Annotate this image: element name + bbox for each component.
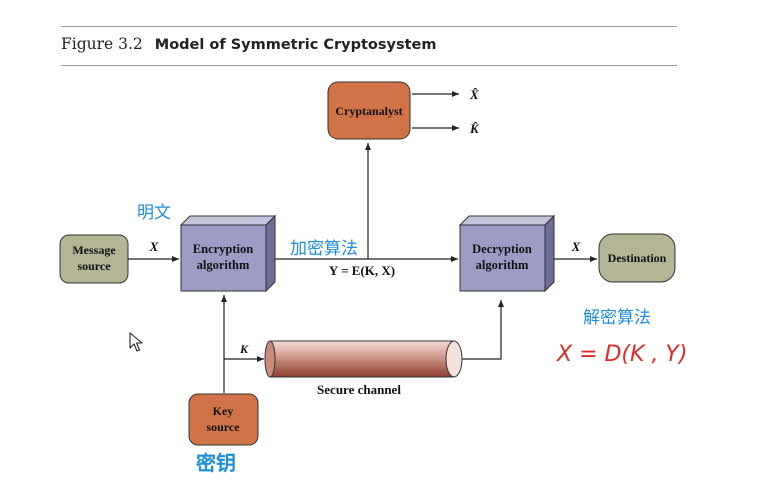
- figure-number: Figure 3.2: [61, 35, 143, 53]
- title-rule-top: [61, 26, 677, 27]
- message-source-node: Message source: [59, 234, 129, 284]
- annotation-encryption-algorithm: 加密算法: [290, 239, 358, 259]
- key-source-label-1: Key: [213, 404, 234, 418]
- title-rule-bottom: [61, 65, 677, 66]
- label-k: K: [239, 342, 249, 356]
- label-x-out: X: [571, 239, 581, 254]
- encryption-label-2: algorithm: [197, 258, 250, 272]
- decryption-label-2: algorithm: [476, 258, 529, 272]
- label-y-equation: Y = E(K, X): [329, 263, 395, 278]
- secure-channel-label: Secure channel: [317, 382, 401, 397]
- encryption-label-1: Encryption: [193, 242, 253, 256]
- secure-channel-pipe: [264, 340, 463, 378]
- cryptanalyst-node: Cryptanalyst: [327, 81, 411, 140]
- connector-lines: [128, 91, 597, 393]
- destination-label: Destination: [608, 251, 667, 265]
- arrow-channel-to-decryption: [462, 300, 504, 360]
- label-x-in: X: [149, 239, 159, 254]
- annotation-decryption-formula: X = D(K , Y): [557, 342, 688, 367]
- figure-caption: Model of Symmetric Cryptosystem: [154, 37, 437, 53]
- key-source-node: Key source: [188, 393, 259, 446]
- annotation-decryption-algorithm: 解密算法: [583, 308, 651, 328]
- figure-title: Figure 3.2 Model of Symmetric Cryptosyste…: [61, 35, 436, 54]
- decryption-label-1: Decryption: [472, 242, 532, 256]
- cryptanalyst-label: Cryptanalyst: [335, 104, 402, 118]
- label-k-hat: K̂: [469, 121, 480, 136]
- label-x-hat: X̂: [469, 87, 479, 102]
- key-source-label-2: source: [206, 420, 240, 434]
- mouse-cursor-icon: [129, 332, 143, 352]
- annotation-key: 密钥: [196, 451, 236, 475]
- decryption-node: Decryption algorithm: [458, 214, 556, 293]
- destination-node: Destination: [598, 233, 676, 283]
- message-source-label-2: source: [77, 259, 111, 273]
- annotation-plaintext: 明文: [137, 203, 171, 223]
- encryption-node: Encryption algorithm: [179, 214, 277, 293]
- message-source-label-1: Message: [72, 243, 116, 257]
